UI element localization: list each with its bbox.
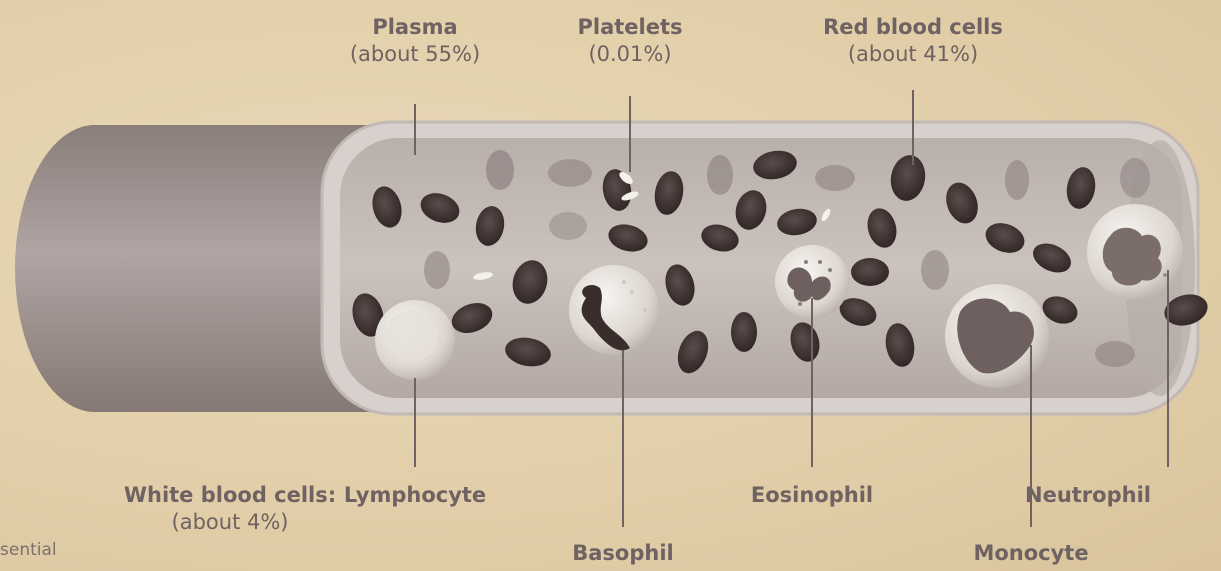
red-blood-cell (731, 312, 757, 352)
plasma-label: Plasma (about 55%) (325, 14, 505, 68)
monocyte-label: Monocyte (956, 540, 1106, 567)
red-blood-cell (707, 155, 733, 195)
neutrophil-label: Neutrophil (1013, 482, 1163, 509)
red-cells-label: Red blood cells (about 41%) (793, 14, 1033, 68)
platelets-percent: (0.01%) (545, 41, 715, 68)
plasma-title: Plasma (325, 14, 505, 41)
red-blood-cell (424, 251, 450, 289)
lymphocyte-label: Lymphocyte (335, 482, 495, 509)
white-cells-percent: (about 4%) (110, 509, 350, 536)
white-cells-label: White blood cells: (about 4%) (110, 482, 350, 536)
red-blood-cell (1095, 341, 1135, 367)
red-cells-title: Red blood cells (793, 14, 1033, 41)
eosinophil-label: Eosinophil (737, 482, 887, 509)
cropped-edge-text: sential (0, 540, 57, 560)
basophil-label: Basophil (553, 540, 693, 567)
red-blood-cell (815, 165, 855, 191)
platelets-title: Platelets (545, 14, 715, 41)
red-blood-cell (921, 250, 949, 290)
red-blood-cell (486, 150, 514, 190)
plasma-percent: (about 55%) (325, 41, 505, 68)
red-blood-cell (1005, 160, 1029, 200)
white-cells-title: White blood cells: (110, 482, 350, 509)
basophil-cell (569, 265, 659, 355)
red-blood-cell (1120, 158, 1150, 198)
red-blood-cell (851, 258, 889, 286)
red-cells-percent: (about 41%) (793, 41, 1033, 68)
red-blood-cell (548, 159, 592, 187)
monocyte-cell (945, 284, 1049, 388)
platelets-label: Platelets (0.01%) (545, 14, 715, 68)
red-blood-cell (549, 212, 587, 240)
lymphocyte-cell (375, 300, 455, 380)
